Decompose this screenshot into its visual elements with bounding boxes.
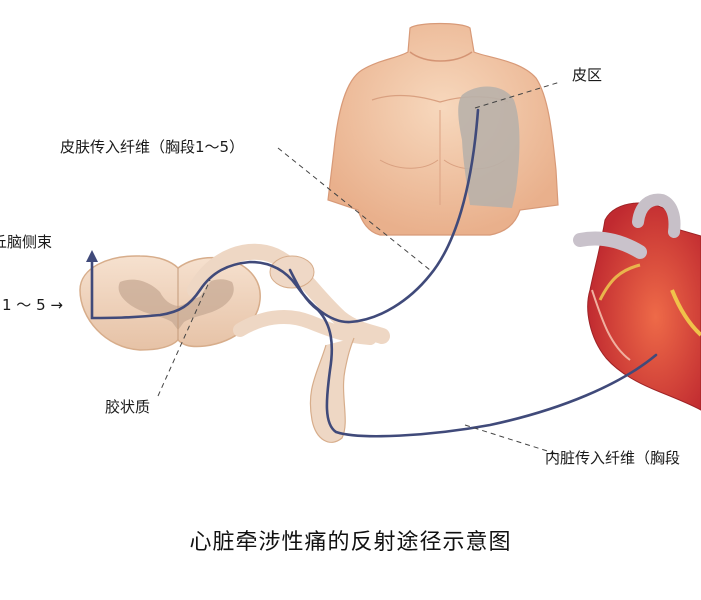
label-substantia-gelatinosa: 胶状质	[105, 398, 151, 416]
skin-zone	[458, 86, 520, 208]
label-segment: 1 ～ 5 →	[2, 296, 63, 314]
heart-illustration	[573, 193, 701, 411]
visceral-afferent-fiber	[288, 268, 658, 438]
label-skin-zone: 皮区	[572, 66, 603, 84]
diagram-caption: 心脏牵涉性痛的反射途径示意图	[189, 530, 512, 555]
skin-afferent-fiber	[90, 108, 480, 324]
label-visceral-afferent: 内脏传入纤维（胸段	[545, 449, 681, 467]
leader-lines	[157, 81, 561, 456]
label-skin-afferent: 皮肤传入纤维（胸段1～5）	[60, 138, 245, 156]
spinal-cord-section	[79, 255, 261, 351]
label-spinothalamic-tract: 丘脑侧束	[0, 233, 53, 251]
torso-illustration	[327, 22, 559, 236]
sympathetic-trunk	[309, 337, 355, 443]
ascending-arrow-icon	[86, 250, 98, 262]
nerve-fibers	[90, 108, 658, 438]
